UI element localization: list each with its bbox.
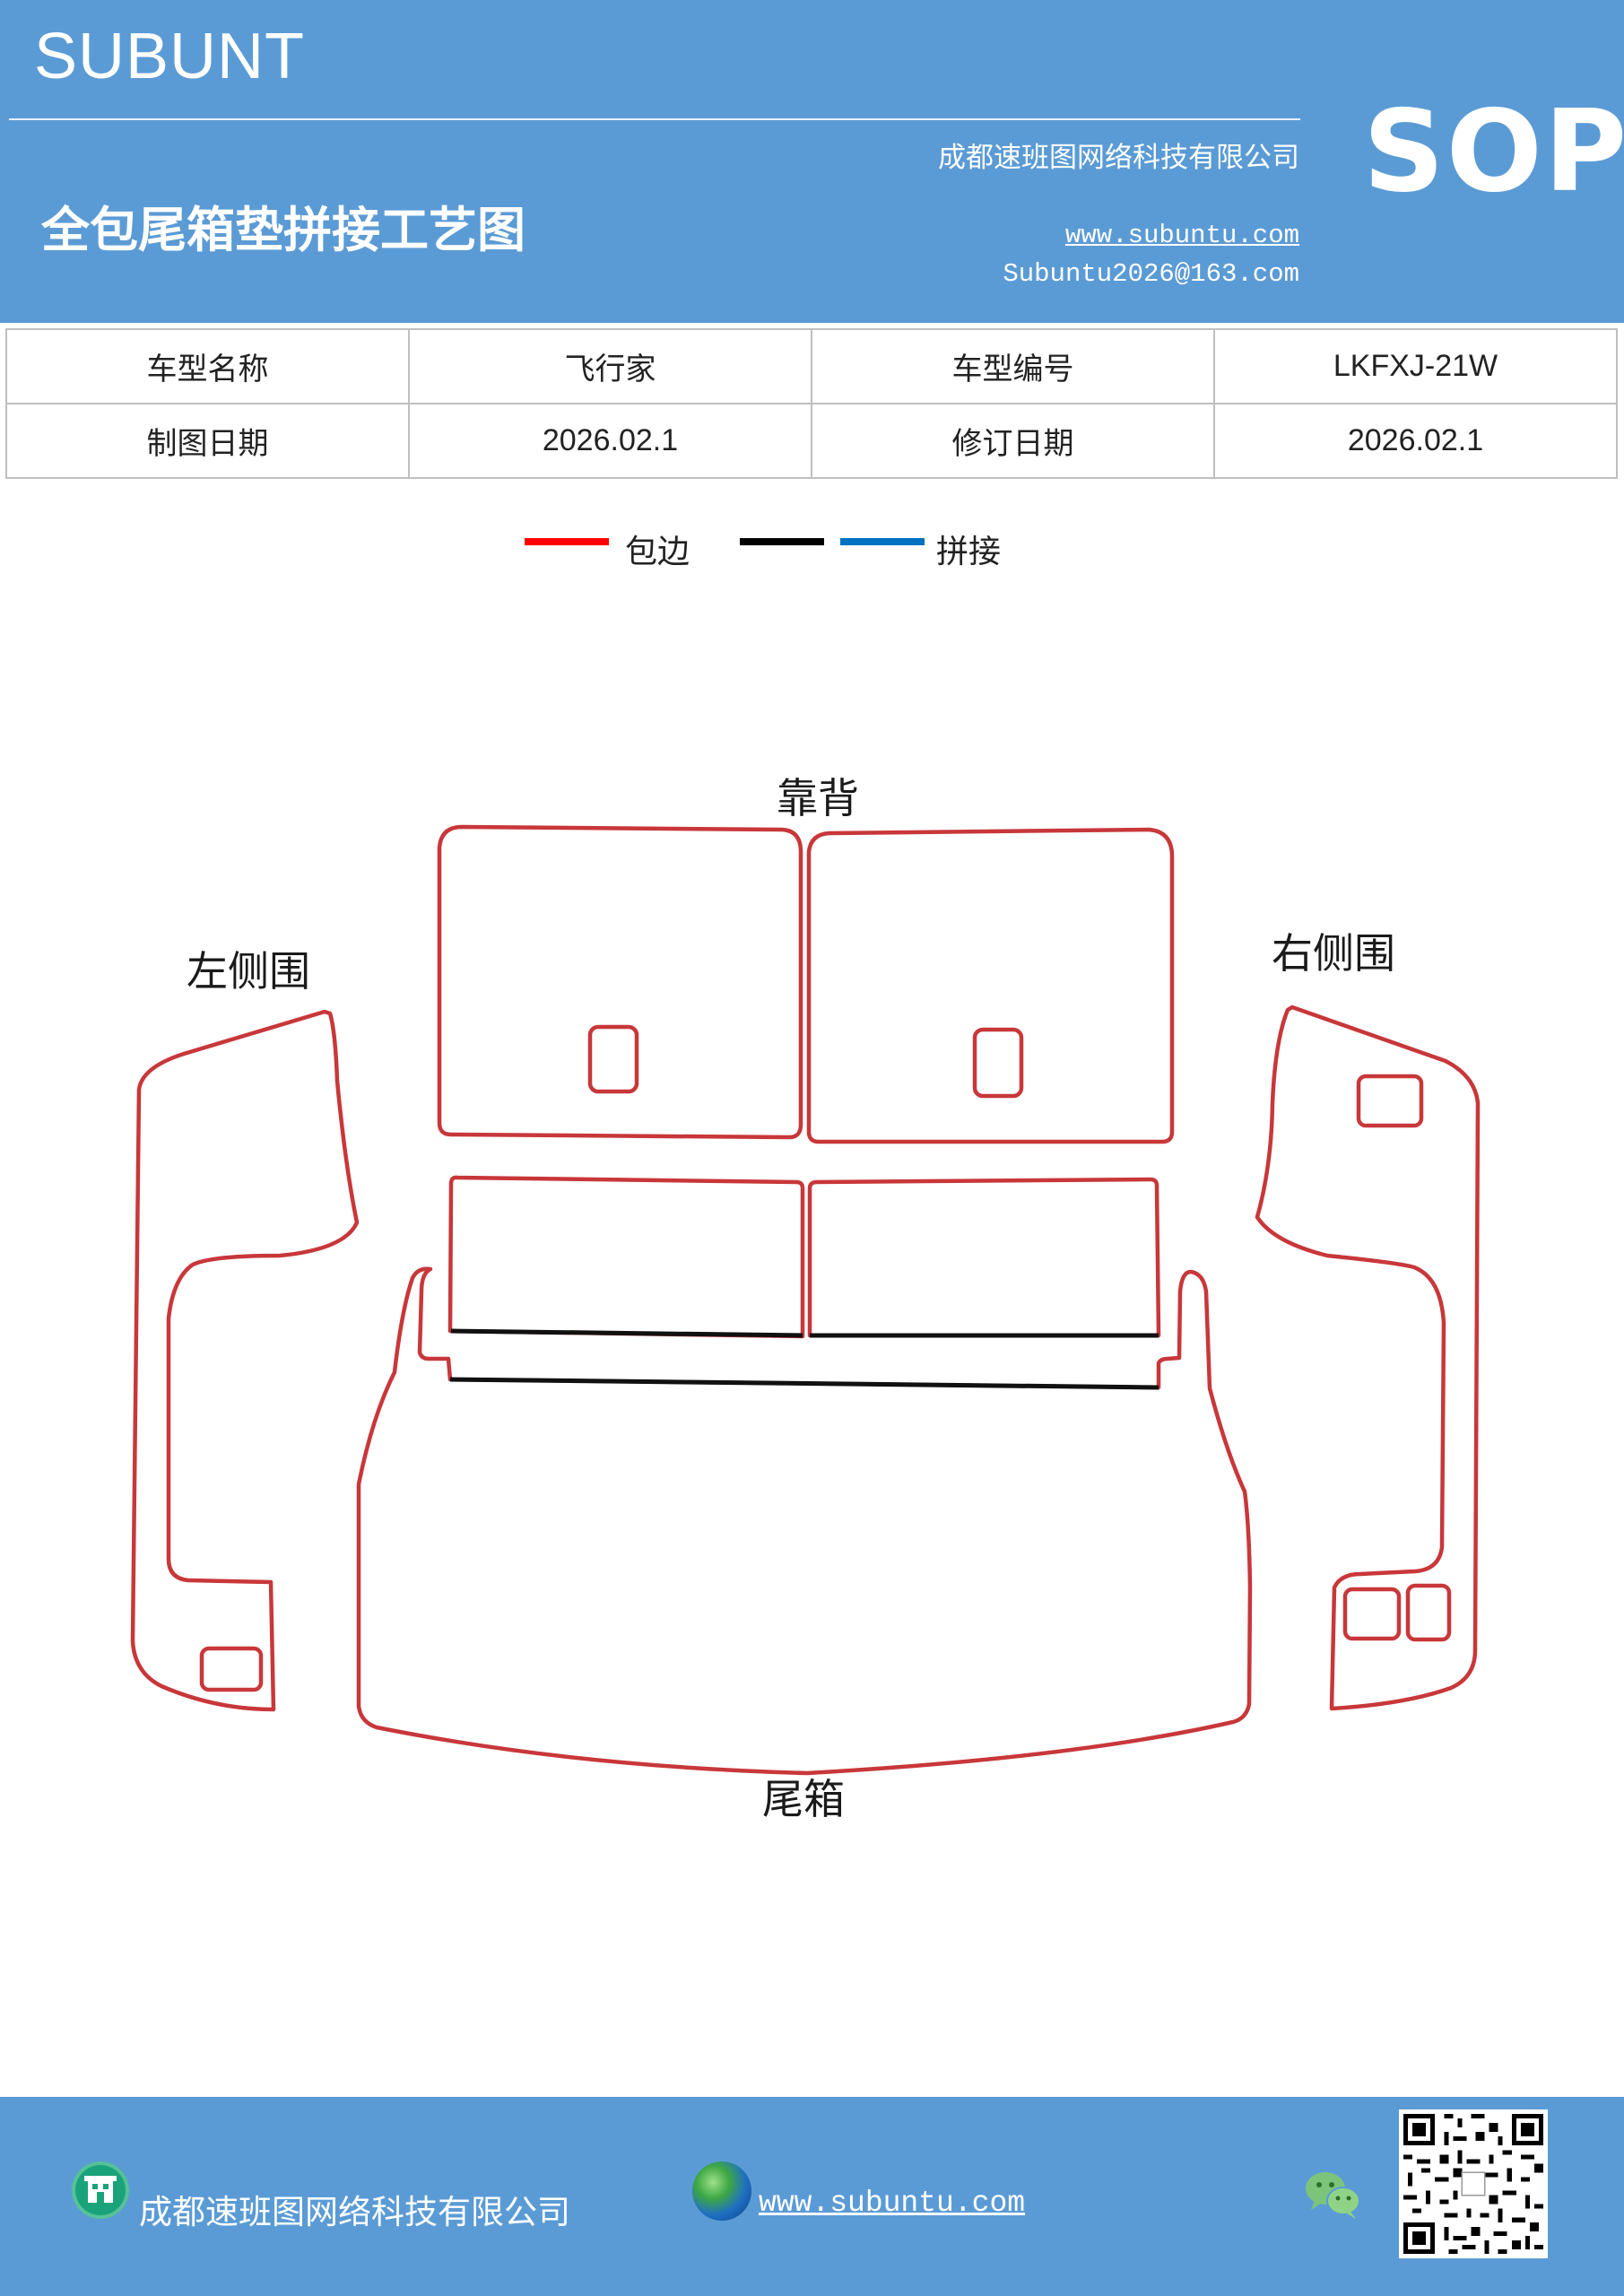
- model-name-label: 车型名称: [5, 328, 410, 404]
- label-right-side: 右侧围: [1272, 929, 1395, 978]
- right-side-panel-cutout-bottom-right: [1405, 1583, 1452, 1642]
- back-panel-left: [437, 824, 803, 1140]
- qr-code: [1399, 2109, 1548, 2258]
- middle-panel-right: [807, 1177, 1161, 1338]
- document-title: 全包尾箱垫拼接工艺图: [41, 202, 525, 258]
- model-name-value: 飞行家: [408, 328, 812, 404]
- legend: 包边 拼接: [0, 526, 1624, 579]
- model-code-value: LKFXJ-21W: [1213, 328, 1618, 404]
- trunk-floor-panel: [356, 1266, 1253, 1776]
- table-row: 制图日期 2026.02.1 修订日期 2026.02.1: [5, 403, 1618, 479]
- drawing-date-value: 2026.02.1: [408, 403, 812, 479]
- brand-name: SUBUNT: [34, 21, 306, 92]
- wechat-icon: [1302, 2167, 1365, 2221]
- header-company-name: 成都速班图网络科技有限公司: [938, 142, 1299, 174]
- footer-banner: 成都速班图网络科技有限公司 www.subuntu.com: [0, 2097, 1624, 2296]
- revision-date-label: 修订日期: [811, 403, 1215, 479]
- building-icon: [72, 2161, 129, 2219]
- label-left-side: 左侧围: [187, 947, 310, 996]
- globe-icon: [692, 2161, 751, 2221]
- header-email: Subuntu2026@163.com: [1003, 259, 1299, 289]
- model-code-label: 车型编号: [811, 328, 1215, 404]
- drawing-date-label: 制图日期: [5, 403, 410, 479]
- label-back: 靠背: [777, 774, 859, 822]
- middle-panel-left: [447, 1175, 805, 1339]
- left-side-panel: [130, 1009, 360, 1712]
- sop-badge: SOP: [1363, 85, 1624, 217]
- back-panel-right-cutout: [972, 1027, 1024, 1099]
- left-side-panel-cutout: [199, 1646, 264, 1692]
- back-panel-left-cutout: [587, 1024, 639, 1094]
- seam-middle-left-bottom: [450, 1328, 803, 1338]
- footer-company-name: 成都速班图网络科技有限公司: [139, 2193, 570, 2231]
- label-trunk: 尾箱: [762, 1775, 845, 1823]
- trunk-mat-diagram: 靠背 左侧围 右侧围 尾箱: [130, 774, 1481, 1823]
- header-website-link[interactable]: www.subuntu.com: [1064, 221, 1299, 250]
- legend-label-seam: 拼接: [936, 534, 1002, 570]
- header-divider: [9, 118, 1300, 120]
- right-side-panel-cutout-top: [1356, 1074, 1424, 1128]
- right-side-panel-cutout-bottom-left: [1342, 1587, 1402, 1641]
- legend-swatch-blue: [840, 538, 925, 545]
- footer-website-link[interactable]: www.subuntu.com: [759, 2187, 1026, 2220]
- legend-swatch-red: [525, 538, 609, 545]
- legend-swatch-black: [740, 538, 824, 545]
- right-side-panel: [1255, 1004, 1481, 1711]
- back-panel-right: [806, 827, 1175, 1144]
- legend-label-binding: 包边: [625, 534, 690, 570]
- header-banner: SUBUNT 全包尾箱垫拼接工艺图 成都速班图网络科技有限公司 www.subu…: [0, 0, 1624, 323]
- vehicle-info-table: 车型名称 飞行家 车型编号 LKFXJ-21W 制图日期 2026.02.1 修…: [5, 328, 1618, 479]
- seam-trunk-floor-top: [449, 1377, 1159, 1390]
- table-row: 车型名称 飞行家 车型编号 LKFXJ-21W: [5, 328, 1618, 404]
- revision-date-value: 2026.02.1: [1213, 403, 1618, 479]
